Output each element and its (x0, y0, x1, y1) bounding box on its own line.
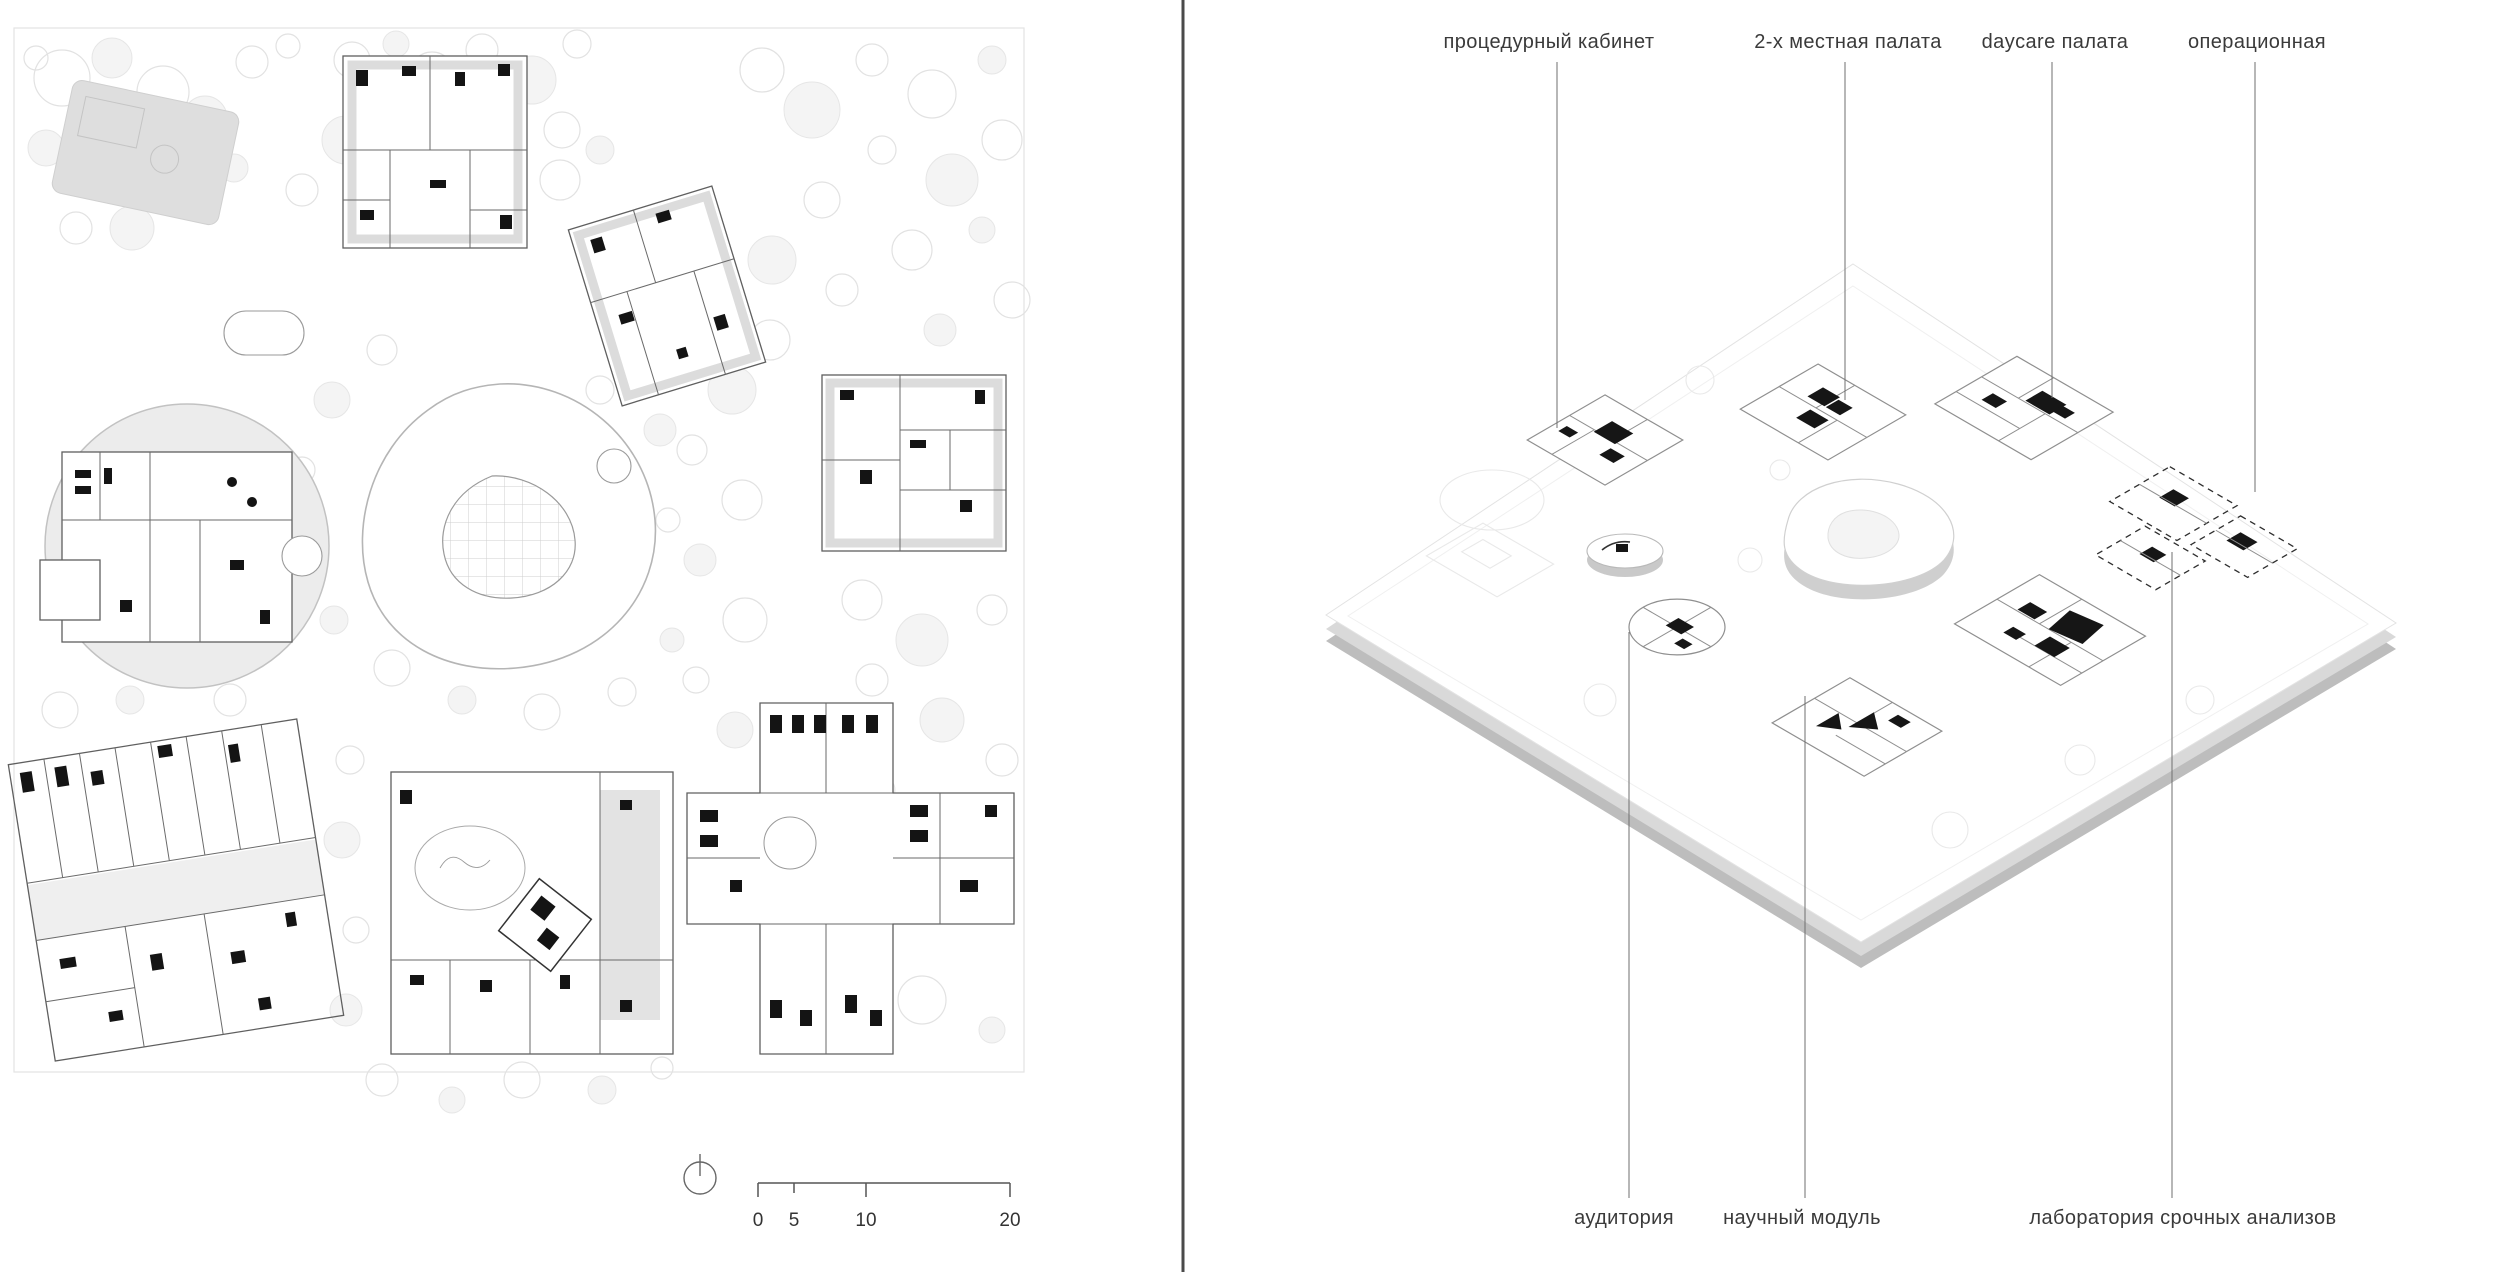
label-two-bed-ward: 2-х местная палата (1754, 31, 1942, 53)
axon-module-operating-room (2057, 467, 2304, 611)
scale-bar: 0 5 10 20 (753, 1182, 1021, 1231)
plan-sports-area (51, 79, 240, 226)
scale-tick-10: 10 (855, 1210, 876, 1231)
plan-border (13, 27, 1025, 1073)
plan-building-rotated (567, 185, 767, 407)
label-express-lab: лаборатория срочных анализов (2029, 1207, 2336, 1229)
scale-tick-20: 20 (999, 1210, 1020, 1231)
plan-building-cross (686, 702, 1015, 1055)
plan-pond-oval (223, 310, 305, 356)
scale-tick-0: 0 (753, 1210, 764, 1231)
rotated-pavilion (497, 877, 593, 973)
axon-central-courtyard (1783, 478, 1955, 600)
axon-module-oval-hall (1586, 533, 1664, 577)
plan-building-bottom-left (7, 718, 345, 1062)
site-plan: 0 5 10 20 (7, 27, 1031, 1231)
furniture-marks (356, 64, 512, 229)
label-auditorium: аудитория (1574, 1207, 1674, 1229)
plan-building-top-left (342, 55, 528, 249)
furniture-marks (840, 390, 985, 512)
ghost-plan (1426, 523, 1553, 597)
axon-module-science (1772, 678, 1942, 776)
label-procedure-room: процедурный кабинет (1444, 31, 1655, 53)
axonometric-view: процедурный кабинет 2-х местная палата d… (1325, 31, 2397, 1229)
plan-building-bottom-middle (390, 771, 674, 1055)
label-operating-room: операционная (2188, 31, 2326, 53)
callout-leader-lines (1556, 62, 2256, 1198)
axon-module-express-lab (1955, 575, 2146, 686)
plan-building-round (39, 403, 330, 689)
furniture-marks (75, 468, 270, 624)
axon-module-auditorium (1609, 588, 1745, 667)
axon-module-procedure-room (1527, 395, 1683, 485)
furniture-marks (700, 715, 997, 1026)
furniture-marks (400, 790, 632, 1012)
north-indicator (683, 1154, 717, 1195)
label-science-module: научный модуль (1723, 1207, 1881, 1229)
axon-base-plate (1325, 263, 2397, 968)
axon-module-two-bed-ward (1740, 364, 1905, 460)
furniture-marks (590, 209, 729, 360)
axon-module-daycare-ward (1935, 356, 2113, 459)
furniture-marks (19, 743, 298, 1022)
label-daycare-ward: daycare палата (1982, 31, 2129, 53)
plan-central-courtyard (361, 383, 657, 670)
scale-tick-5: 5 (789, 1210, 800, 1231)
plan-building-right (821, 374, 1007, 552)
